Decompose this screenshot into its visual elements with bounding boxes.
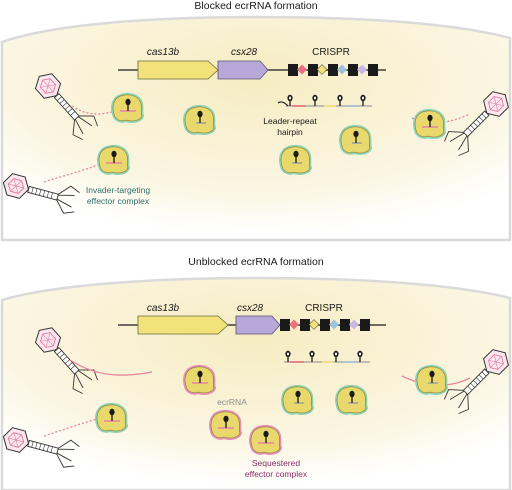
csx28-gene xyxy=(235,315,281,335)
rna-hairpin-icon xyxy=(284,350,370,363)
cas13b-label: cas13b xyxy=(147,47,180,58)
phage-rna xyxy=(71,105,121,115)
effector-complex-icon xyxy=(335,384,369,415)
panel-title: Unblocked ecrRNA formation xyxy=(188,256,324,268)
bacterial-cell xyxy=(0,276,512,490)
effector-complex-icon xyxy=(413,108,447,139)
effector-complex-icon xyxy=(183,364,217,395)
cas13b-gene xyxy=(137,315,229,335)
phage-rna xyxy=(43,163,101,183)
csx28-label: csx28 xyxy=(237,303,264,314)
panel-title: Blocked ecrRNA formation xyxy=(194,0,317,12)
effector-complex-icon xyxy=(97,144,131,175)
effector-complex-icon xyxy=(339,124,373,155)
crispr-array-icon xyxy=(280,319,370,331)
effector-complex-icon xyxy=(415,364,449,395)
effector-complex-icon xyxy=(95,402,129,433)
effector-complex-icon xyxy=(249,424,283,455)
crispr-label: CRISPR xyxy=(305,303,343,314)
effector-complex-icon xyxy=(111,92,145,123)
bacterial-cell xyxy=(0,15,512,242)
effector-complex-icon xyxy=(279,144,313,175)
rna-hairpin-icon xyxy=(277,94,372,107)
csx28-gene xyxy=(217,60,269,80)
effector-complex-icon xyxy=(183,104,217,135)
effector-label-line2: effector complex xyxy=(87,196,150,206)
cas13b-gene xyxy=(137,60,219,80)
csx28-label: csx28 xyxy=(231,47,258,58)
hairpin-label-line1: Leader-repeat xyxy=(263,116,317,126)
ecrrna-label: ecrRNA xyxy=(217,397,247,407)
effector-complex-icon xyxy=(281,384,315,415)
sequestered-label-line2: effector complex xyxy=(245,469,308,479)
hairpin-label-line2: hairpin xyxy=(277,127,303,137)
effector-complex-icon xyxy=(209,409,243,440)
crispr-label: CRISPR xyxy=(312,47,350,58)
cas13b-label: cas13b xyxy=(147,303,180,314)
sequestered-label-line1: Sequestered xyxy=(252,458,300,468)
effector-label-line1: Invader-targeting xyxy=(86,185,151,195)
phage-rna xyxy=(69,359,153,376)
